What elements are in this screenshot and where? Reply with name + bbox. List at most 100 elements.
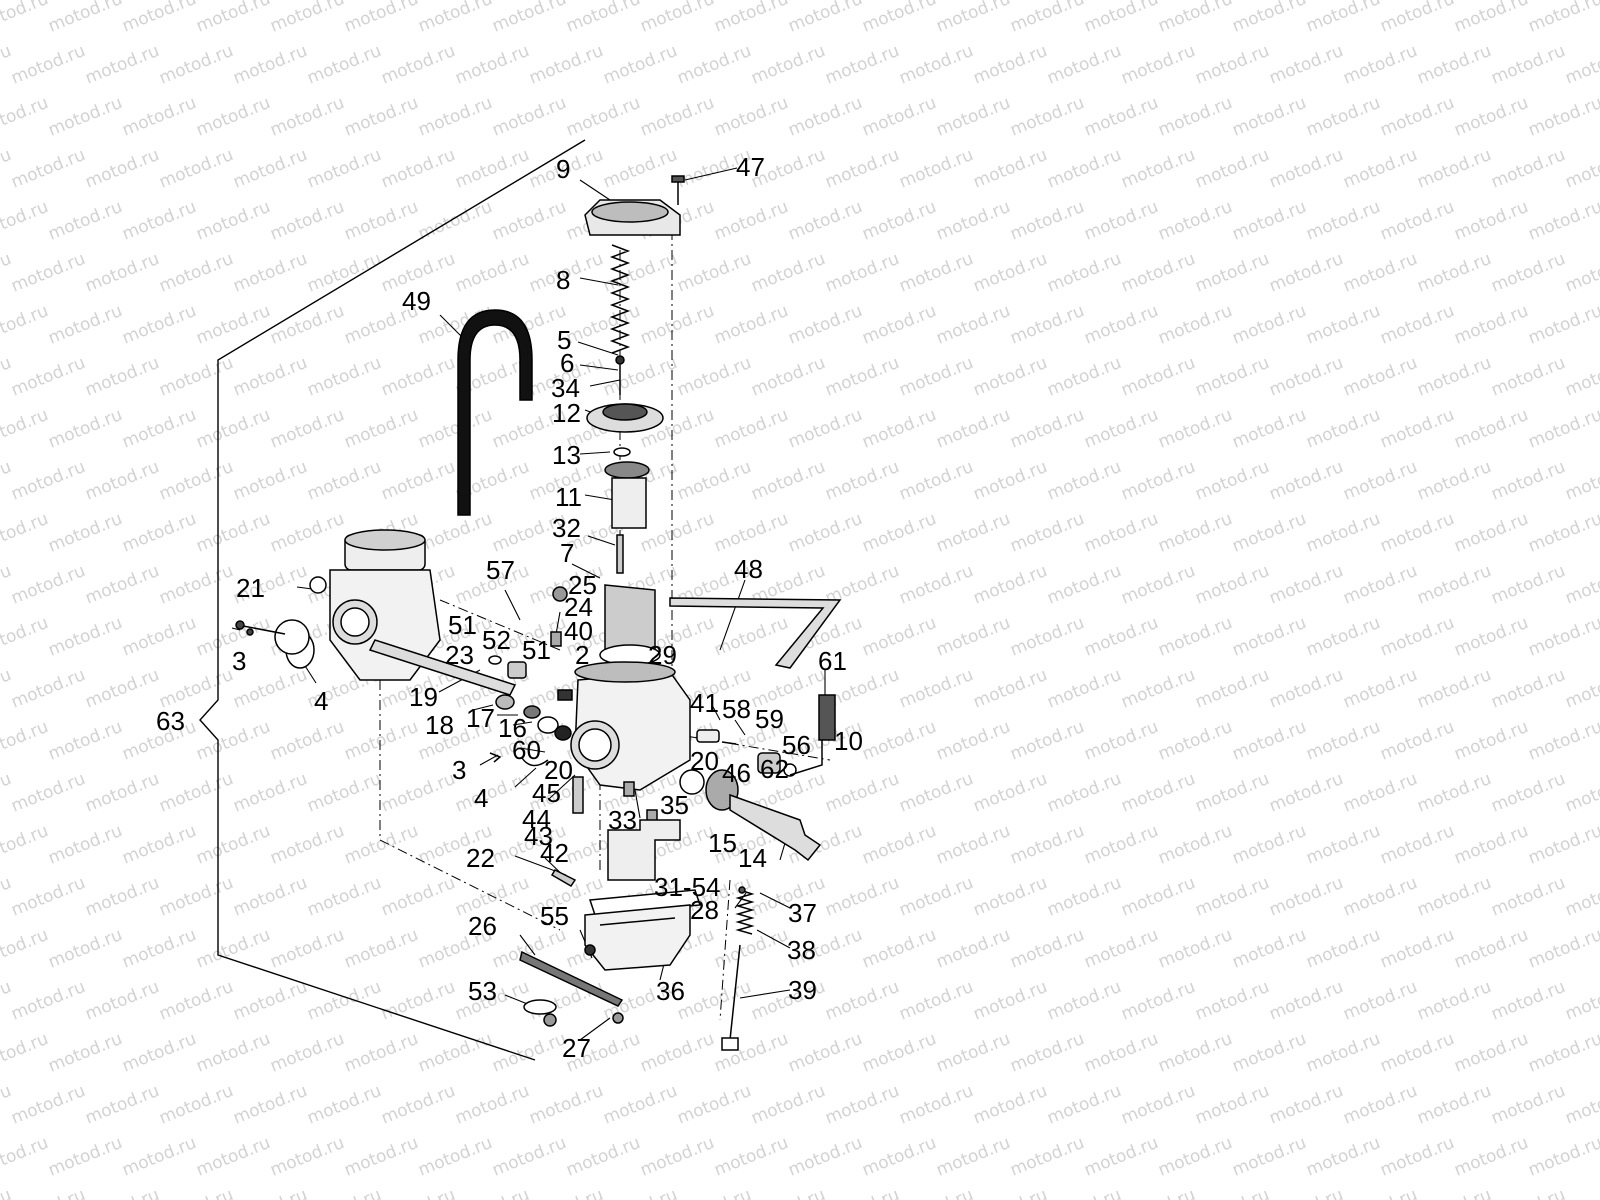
callout-label: 42 xyxy=(540,838,569,868)
callout-label: 11 xyxy=(555,482,582,512)
watermark-text: motod.ru xyxy=(1303,821,1383,869)
watermark-text: motod.ru xyxy=(489,1029,569,1077)
watermark-text: motod.ru xyxy=(1451,1029,1531,1077)
watermark-text: motod.ru xyxy=(674,977,754,1025)
callout-label: 41 xyxy=(690,688,719,718)
watermark-text: motod.ru xyxy=(896,41,976,89)
watermark-text: motod.ru xyxy=(119,405,199,453)
watermark-text: motod.ru xyxy=(1525,509,1600,557)
callout-label: 60 xyxy=(512,735,541,765)
spring-8 xyxy=(609,244,631,354)
watermark-text: motod.ru xyxy=(1044,769,1124,817)
watermark-text: motod.ru xyxy=(1414,1185,1494,1200)
callout-label: 28 xyxy=(690,895,719,925)
watermark-text: motod.ru xyxy=(1451,925,1531,973)
watermark-text: motod.ru xyxy=(82,457,162,505)
watermark-text: motod.ru xyxy=(1562,873,1600,921)
watermark-text: motod.ru xyxy=(859,93,939,141)
watermark-text: motod.ru xyxy=(45,301,125,349)
watermark-text: motod.ru xyxy=(1229,717,1309,765)
watermark-text: motod.ru xyxy=(156,873,236,921)
watermark-text: motod.ru xyxy=(711,1133,791,1181)
watermark-text: motod.ru xyxy=(1340,561,1420,609)
watermark-text: motod.ru xyxy=(1007,1133,1087,1181)
watermark-text: motod.ru xyxy=(1303,1133,1383,1181)
watermark-text: motod.ru xyxy=(193,0,273,37)
watermark-text: motod.ru xyxy=(156,561,236,609)
watermark-text: motod.ru xyxy=(1525,0,1600,37)
watermark-text: motod.ru xyxy=(230,145,310,193)
carburetor-parts xyxy=(235,175,842,1051)
watermark-text: motod.ru xyxy=(8,665,88,713)
watermark-text: motod.ru xyxy=(970,457,1050,505)
watermark-text: motod.ru xyxy=(1525,1029,1600,1077)
watermark-text: motod.ru xyxy=(193,925,273,973)
watermark-text: motod.ru xyxy=(1525,821,1600,869)
watermark-text: motod.ru xyxy=(822,769,902,817)
callout-label: 16 xyxy=(498,713,527,743)
watermark-text: motod.ru xyxy=(1414,769,1494,817)
watermark-text: motod.ru xyxy=(378,873,458,921)
watermark-text: motod.ru xyxy=(785,1029,865,1077)
watermark-text: motod.ru xyxy=(82,561,162,609)
watermark-text: motod.ru xyxy=(1451,613,1531,661)
watermark-text: motod.ru xyxy=(304,249,384,297)
watermark-text: motod.ru xyxy=(8,1081,88,1129)
watermark-text: motod.ru xyxy=(1229,301,1309,349)
watermark-text: motod.ru xyxy=(600,249,680,297)
watermark-text: motod.ru xyxy=(822,977,902,1025)
right-carburetor-body xyxy=(570,584,691,791)
callout-label: 31-54 xyxy=(654,872,721,902)
watermark-text: motod.ru xyxy=(304,769,384,817)
watermark-text: motod.ru xyxy=(156,249,236,297)
watermark-text: motod.ru xyxy=(637,0,717,37)
watermark-text: motod.ru xyxy=(1303,197,1383,245)
watermark-text: motod.ru xyxy=(1118,977,1198,1025)
watermark-text: motod.ru xyxy=(1488,145,1568,193)
watermark-text: motod.ru xyxy=(1192,977,1272,1025)
watermark-text: motod.ru xyxy=(1562,1185,1600,1200)
callout-label: 44 xyxy=(522,804,551,834)
watermark-text: motod.ru xyxy=(378,977,458,1025)
watermark-text: motod.ru xyxy=(415,1029,495,1077)
callout-label: 57 xyxy=(486,555,515,585)
watermark-text: motod.ru xyxy=(193,93,273,141)
watermark-text: motod.ru xyxy=(526,1185,606,1200)
watermark-text: motod.ru xyxy=(1488,249,1568,297)
watermark-text: motod.ru xyxy=(119,1029,199,1077)
watermark-text: motod.ru xyxy=(859,925,939,973)
watermark-text: motod.ru xyxy=(1192,457,1272,505)
watermark-text: motod.ru xyxy=(1562,561,1600,609)
watermark-text: motod.ru xyxy=(1414,249,1494,297)
watermark-text: motod.ru xyxy=(489,93,569,141)
watermark-text: motod.ru xyxy=(1377,613,1457,661)
watermark-text: motod.ru xyxy=(1451,717,1531,765)
watermark-text: motod.ru xyxy=(45,1133,125,1181)
watermark-text: motod.ru xyxy=(0,197,51,245)
watermark-text: motod.ru xyxy=(1266,145,1346,193)
watermark-text: motod.ru xyxy=(1081,197,1161,245)
watermark-text: motod.ru xyxy=(970,1185,1050,1200)
watermark-text: motod.ru xyxy=(748,1185,828,1200)
watermark-text: motod.ru xyxy=(1192,561,1272,609)
watermark-text: motod.ru xyxy=(1007,0,1087,37)
watermark-text: motod.ru xyxy=(1007,509,1087,557)
watermark-text: motod.ru xyxy=(452,1081,532,1129)
watermark-text: motod.ru xyxy=(1525,613,1600,661)
watermark-text: motod.ru xyxy=(1303,717,1383,765)
callout-label: 49 xyxy=(402,286,431,316)
callout-label: 56 xyxy=(782,730,811,760)
watermark-text: motod.ru xyxy=(82,145,162,193)
watermark-text: motod.ru xyxy=(304,873,384,921)
watermark-text: motod.ru xyxy=(970,665,1050,713)
watermark-text: motod.ru xyxy=(45,0,125,37)
callout-label: 22 xyxy=(466,843,495,873)
watermark-text: motod.ru xyxy=(933,405,1013,453)
watermark-text: motod.ru xyxy=(896,249,976,297)
assembly-bracket-63 xyxy=(199,139,586,1061)
callout-label: 7 xyxy=(560,538,575,568)
watermark-text: motod.ru xyxy=(0,1185,14,1200)
watermark-text: motod.ru xyxy=(1303,301,1383,349)
watermark-text: motod.ru xyxy=(1155,717,1235,765)
